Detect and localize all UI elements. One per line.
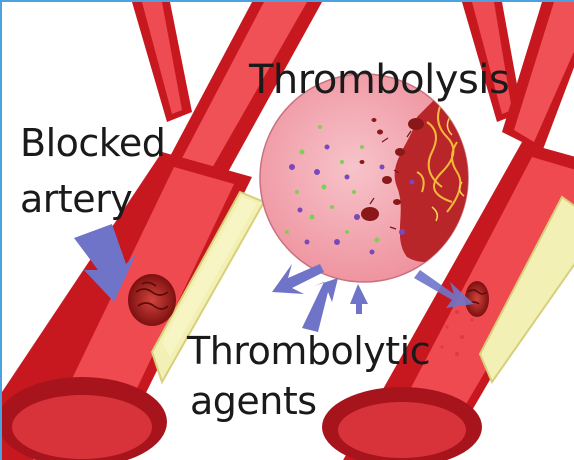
agent-arrow-icon — [350, 284, 368, 314]
blood-clot-left — [128, 274, 176, 326]
thrombolytic-agents-label-line2: agents — [190, 382, 317, 420]
blocked-artery-label: Blocked — [20, 124, 165, 162]
magnified-view — [260, 74, 476, 282]
thrombolytic-agents-label: Thrombolytic — [187, 332, 430, 370]
thrombolysis-label: Thrombolysis — [249, 60, 509, 100]
blocked-artery-label-line2: artery — [20, 180, 132, 218]
blood-clot-right — [465, 281, 489, 317]
agent-arrow-icon — [272, 264, 324, 294]
agent-arrow-icon — [302, 278, 338, 332]
